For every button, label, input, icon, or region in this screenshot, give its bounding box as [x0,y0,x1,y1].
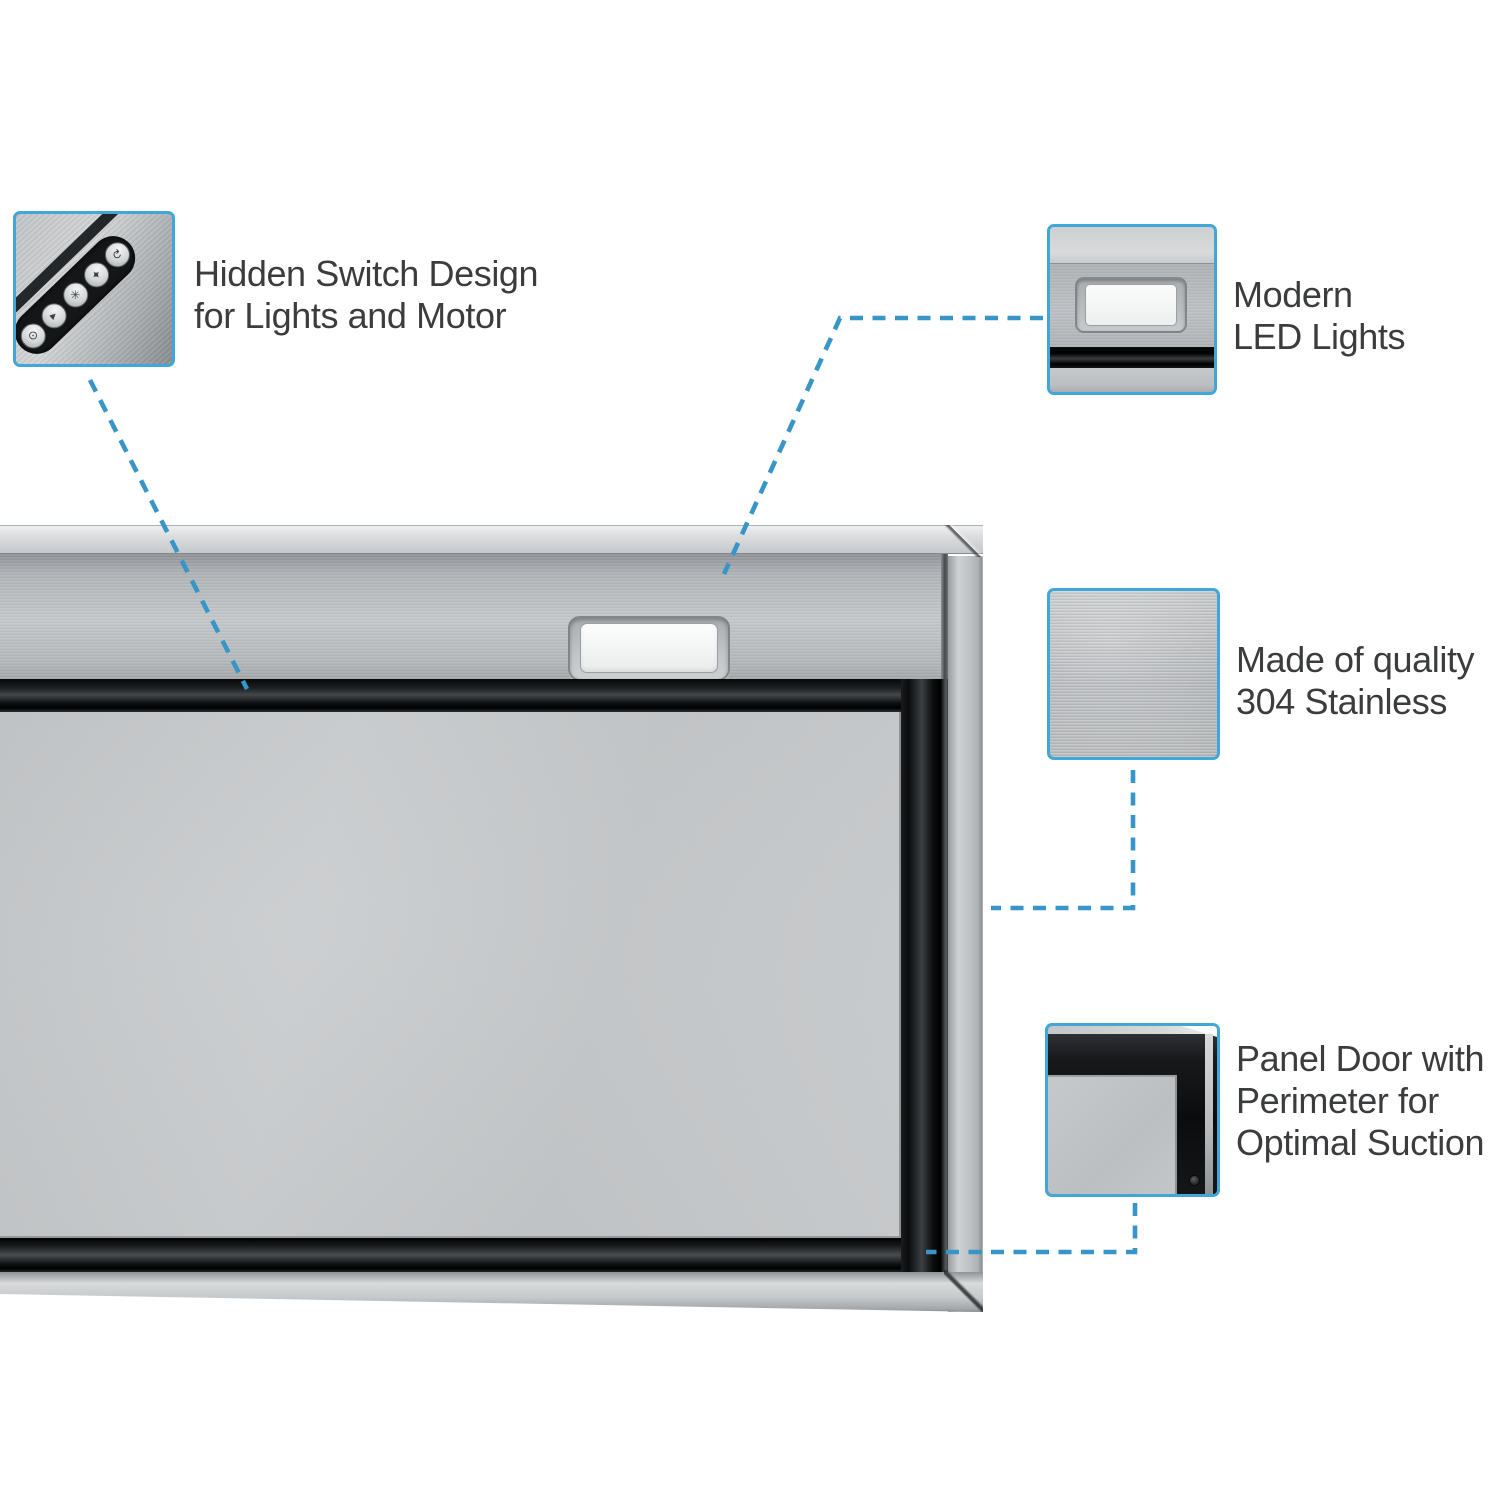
inset-led-groove [1050,347,1214,368]
hood-bottom-frame [0,1272,983,1312]
led-lens [580,623,718,673]
label-line: Hidden Switch Design [194,253,539,294]
label-line: Made of quality [1236,639,1475,680]
fan-low-icon: ▴ [46,308,62,323]
hood-right-groove [901,679,948,1272]
inset-led-bottom-strip [1050,368,1214,392]
band-side-edge [941,554,948,679]
led-light-detail [1075,277,1187,333]
hood-bottom-groove [0,1238,901,1272]
hood-top-edge [0,525,983,554]
power-icon: ⊙ [24,327,42,344]
fan-high-icon: ✦ [87,266,105,284]
panel-corner-top-edge [1048,1026,1217,1034]
led-light [568,616,730,681]
label-line: for Lights and Motor [194,295,507,336]
label-line: Optimal Suction [1236,1122,1485,1163]
inset-hidden-switch: ↻ ✦ ✳ ▴ ⊙ [13,211,175,367]
panel-door-detail [1048,1075,1177,1194]
label-line: 304 Stainless [1236,681,1447,722]
callout-panel-door-label: Panel Door with Perimeter for Optimal Su… [1236,1038,1485,1164]
frame-edge-sliver [1205,1034,1213,1194]
label-line: Panel Door with [1236,1038,1485,1079]
label-line: Modern [1233,274,1353,315]
panel-corner-highlight [1181,1026,1217,1037]
label-line: LED Lights [1233,316,1406,357]
range-hood-photo [0,525,983,1312]
inset-led-top-strip [1050,227,1214,264]
inset-led-band [1050,264,1214,347]
callout-hidden-switch-label: Hidden Switch Design for Lights and Moto… [194,253,539,337]
hood-front-band [0,554,948,681]
label-line: Perimeter for [1236,1080,1439,1121]
inset-led-light [1047,224,1217,395]
inset-stainless-texture [1047,588,1220,760]
screw-icon [1189,1175,1200,1186]
inset-panel-door-corner [1045,1023,1220,1197]
hood-right-frame [948,556,983,1312]
leader-line-stainless [991,770,1136,911]
callout-led-label: Modern LED Lights [1233,274,1406,358]
hood-top-groove [0,679,948,712]
led-lens-detail [1085,284,1177,326]
callout-stainless-label: Made of quality 304 Stainless [1236,639,1475,723]
auto-icon: ↻ [108,245,126,263]
fan-mid-icon: ✳ [66,286,84,304]
hood-panel-door [0,712,901,1238]
